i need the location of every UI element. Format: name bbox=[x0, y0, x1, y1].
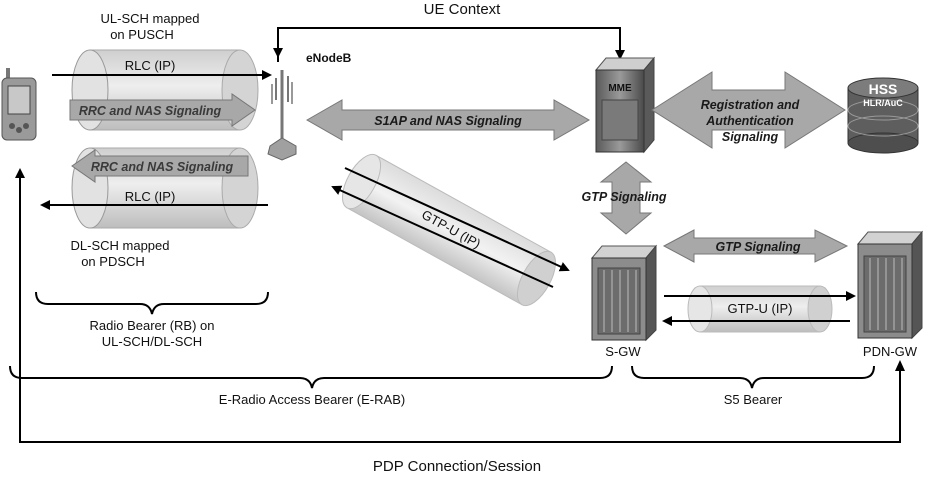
pdngw-server-icon bbox=[856, 230, 924, 340]
gtpu-s1-down-arrow bbox=[344, 167, 570, 272]
registration-authentication-arrow bbox=[651, 71, 846, 149]
rlc-ul-label: RLC (IP) bbox=[125, 58, 176, 73]
ul-sch-label-line2: on PUSCH bbox=[110, 27, 174, 42]
mme-server-icon bbox=[594, 56, 656, 154]
ue-context-connector bbox=[277, 27, 625, 62]
sgw-server-icon bbox=[590, 244, 658, 342]
gtp-signaling-vertical-arrow bbox=[599, 161, 653, 235]
gtpu-s1-up-arrow bbox=[331, 185, 554, 288]
ue-context-arrowhead-left bbox=[273, 48, 283, 58]
pdngw-label: PDN-GW bbox=[863, 344, 918, 359]
rrc-nas-ul-arrow bbox=[69, 93, 256, 127]
reg-auth-label-line3: Signaling bbox=[722, 130, 779, 144]
hss-label: HSS bbox=[869, 81, 898, 97]
pdp-connection-label: PDP Connection/Session bbox=[373, 458, 541, 475]
reg-auth-label-line1: Registration and bbox=[701, 98, 800, 112]
dl-sch-label-line1: DL-SCH mapped bbox=[71, 238, 170, 253]
mobile-phone-icon bbox=[1, 68, 37, 141]
pdp-connection-line bbox=[15, 168, 901, 443]
ue-context-title: UE Context bbox=[424, 1, 502, 18]
rrc-nas-dl-arrow bbox=[71, 149, 249, 183]
hss-database-icon bbox=[847, 77, 919, 154]
s1ap-signaling-arrow bbox=[305, 99, 591, 141]
mme-label: MME bbox=[608, 83, 632, 94]
dl-sch-label-line2: on PDSCH bbox=[81, 254, 145, 269]
gtp-signaling-horizontal-arrow bbox=[662, 229, 849, 263]
sgw-label: S-GW bbox=[605, 344, 641, 359]
s5-bearer-brace bbox=[631, 365, 875, 389]
radio-bearer-label-line2: UL-SCH/DL-SCH bbox=[102, 334, 202, 349]
erab-brace bbox=[9, 365, 613, 389]
radio-bearer-brace bbox=[35, 291, 269, 315]
rrc-nas-ul-label: RRC and NAS Signaling bbox=[79, 104, 222, 118]
antenna-tower-icon bbox=[267, 70, 297, 161]
radio-bearer-label-line1: Radio Bearer (RB) on bbox=[90, 318, 215, 333]
gtp-signaling-vertical-label: GTP Signaling bbox=[582, 190, 667, 204]
s1ap-signaling-label: S1AP and NAS Signaling bbox=[374, 114, 522, 128]
rrc-nas-dl-label: RRC and NAS Signaling bbox=[91, 160, 234, 174]
erab-label: E-Radio Access Bearer (E-RAB) bbox=[219, 392, 405, 407]
hss-sub-label: HLR/AuC bbox=[863, 98, 903, 108]
rlc-dl-label: RLC (IP) bbox=[125, 189, 176, 204]
gtpu-s5-label: GTP-U (IP) bbox=[728, 301, 793, 316]
s5-bearer-label: S5 Bearer bbox=[724, 392, 783, 407]
ul-sch-label-line1: UL-SCH mapped bbox=[101, 11, 200, 26]
reg-auth-label-line2: Authentication bbox=[705, 114, 794, 128]
enodeb-label: eNodeB bbox=[306, 51, 352, 65]
gtp-signaling-horizontal-label: GTP Signaling bbox=[716, 240, 801, 254]
pdp-connection-arrowhead-right bbox=[895, 360, 905, 371]
